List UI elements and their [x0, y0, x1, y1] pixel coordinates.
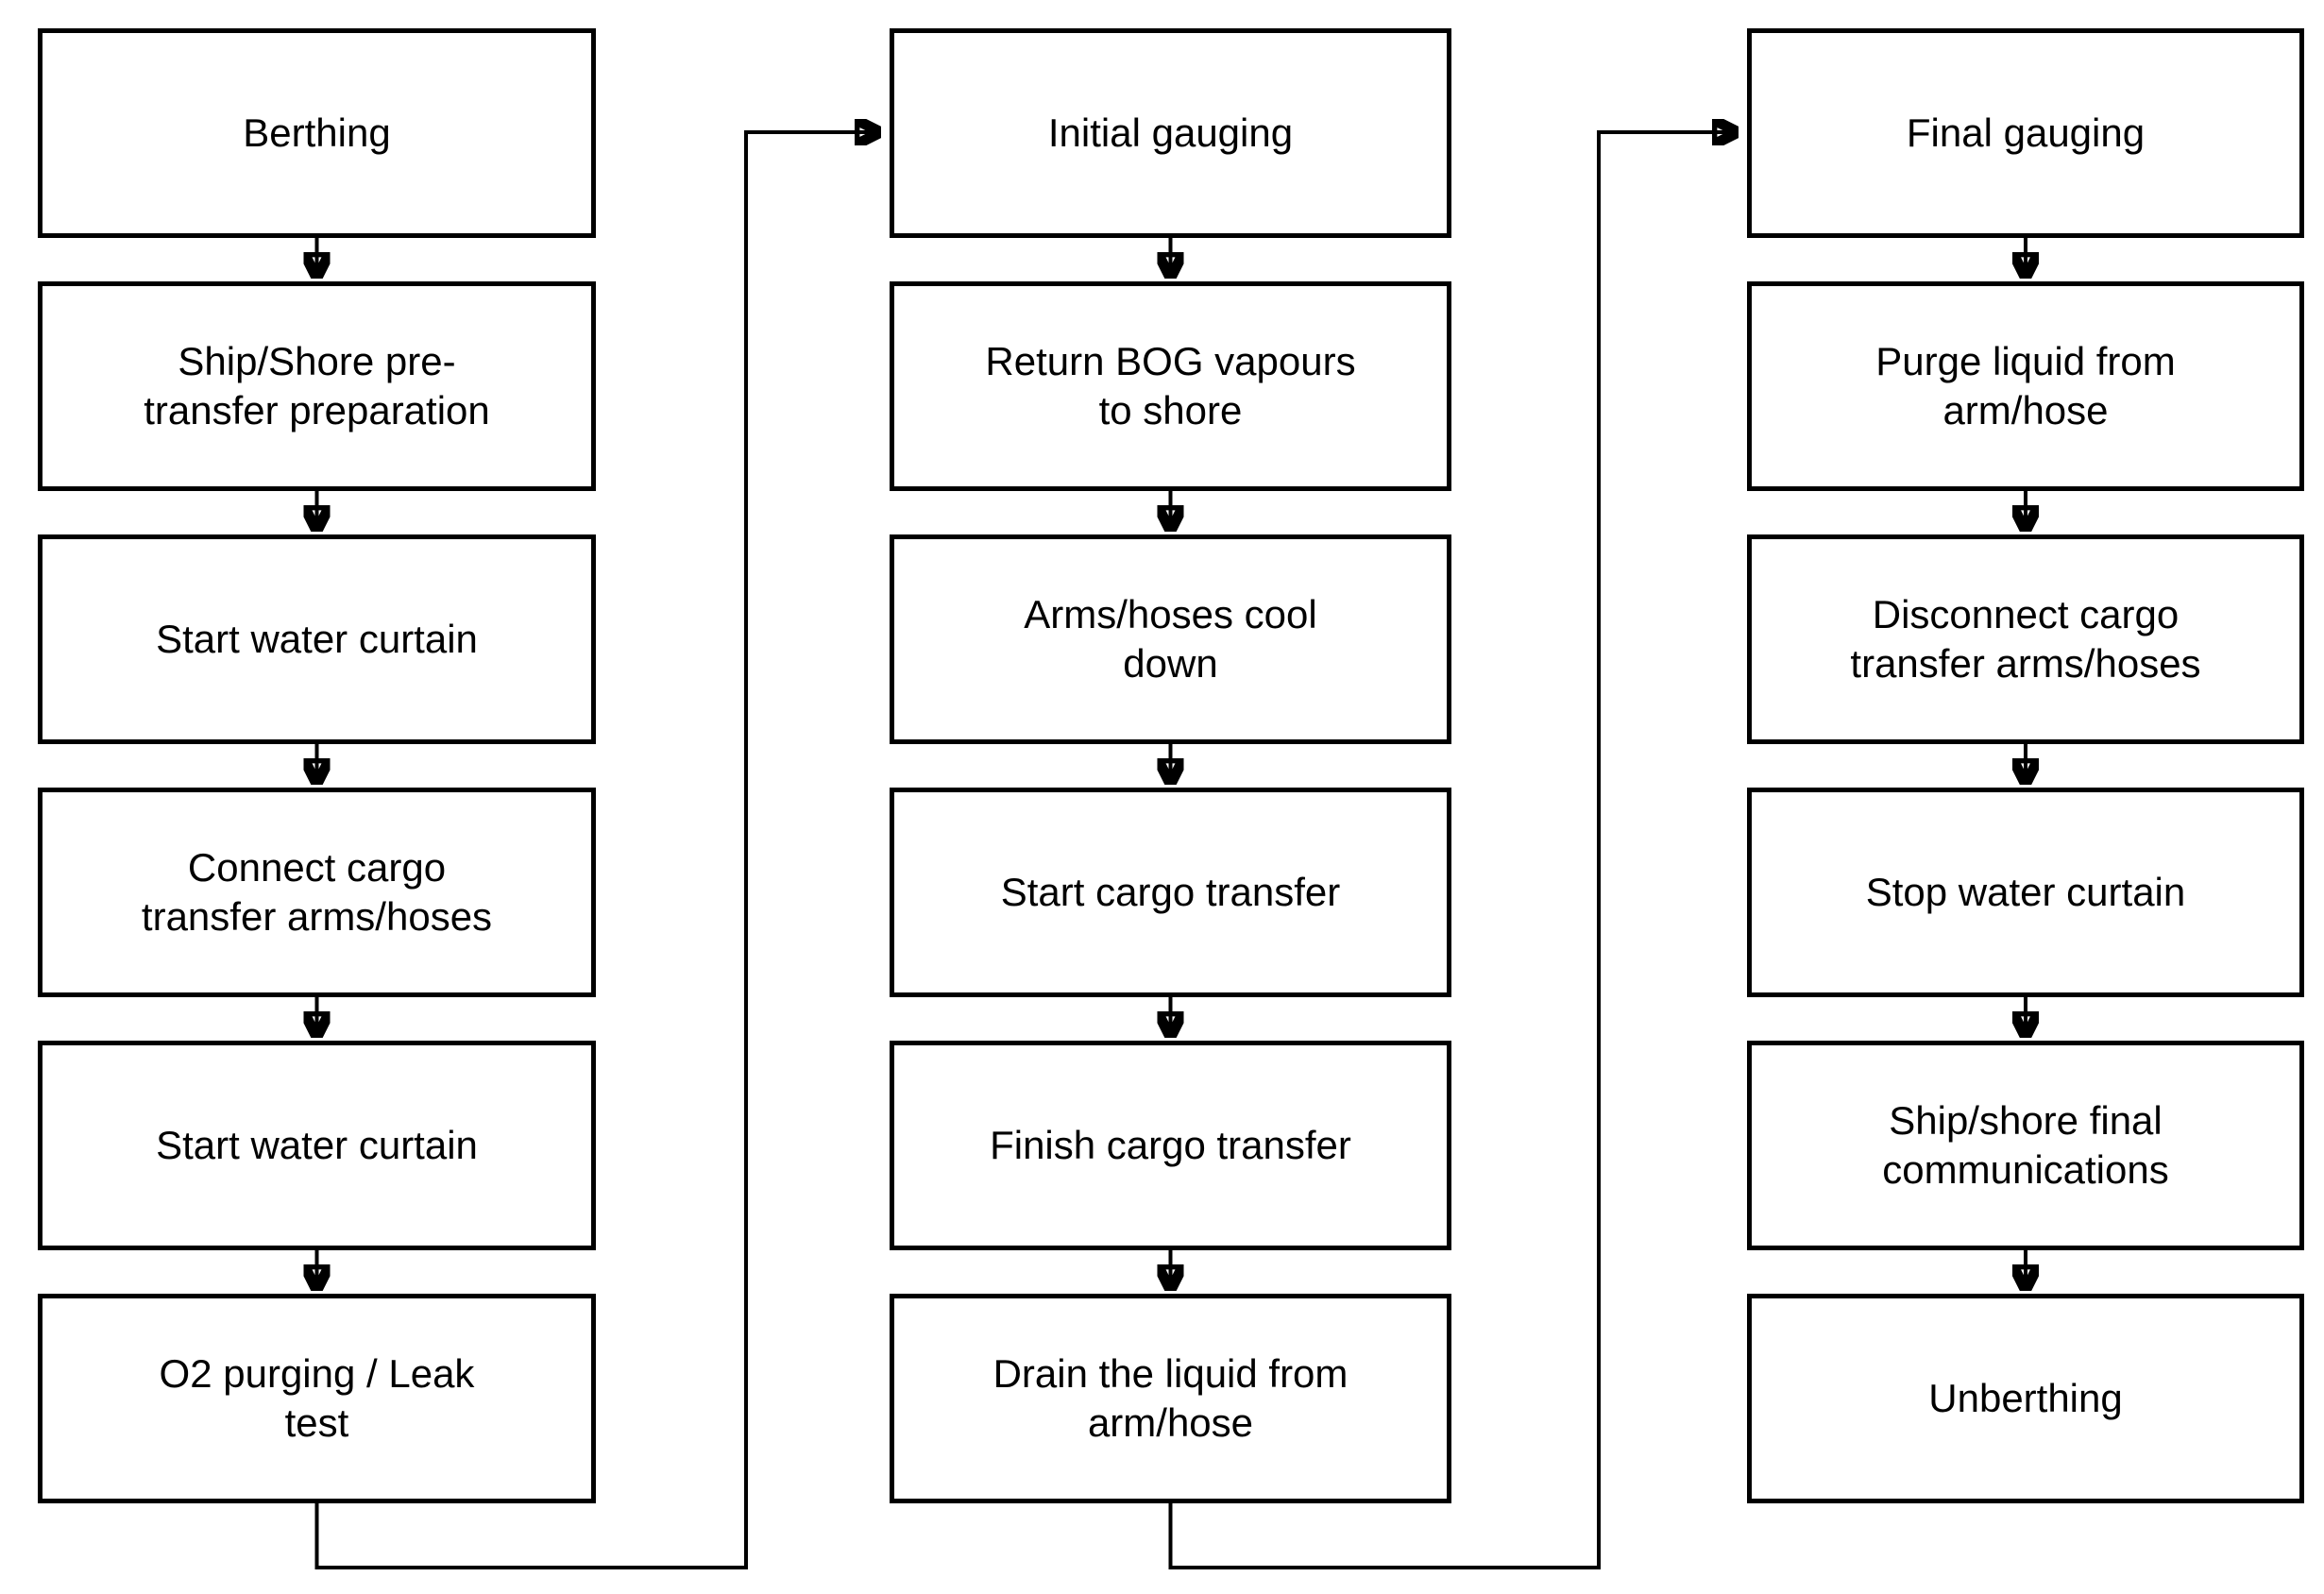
flow-step-start-water-curtain-2: Start water curtain — [38, 1041, 596, 1250]
flow-step-purge-liquid-from-arm-hose: Purge liquid from arm/hose — [1747, 281, 2304, 491]
flow-step-ship-shore-final-communications: Ship/shore final communications — [1747, 1041, 2304, 1250]
flow-step-return-bog-vapours-to-shore: Return BOG vapours to shore — [890, 281, 1451, 491]
flow-step-start-water-curtain-1: Start water curtain — [38, 534, 596, 744]
flow-step-stop-water-curtain: Stop water curtain — [1747, 788, 2304, 997]
flow-step-ship-shore-pre-transfer-preparation: Ship/Shore pre- transfer preparation — [38, 281, 596, 491]
flow-step-unberthing: Unberthing — [1747, 1294, 2304, 1503]
flow-step-berthing: Berthing — [38, 28, 596, 238]
flow-step-disconnect-cargo-transfer-arms-hoses: Disconnect cargo transfer arms/hoses — [1747, 534, 2304, 744]
flow-step-final-gauging: Final gauging — [1747, 28, 2304, 238]
flow-step-arms-hoses-cool-down: Arms/hoses cool down — [890, 534, 1451, 744]
flow-step-finish-cargo-transfer: Finish cargo transfer — [890, 1041, 1451, 1250]
flow-step-o2-purging-leak-test: O2 purging / Leak test — [38, 1294, 596, 1503]
flow-step-drain-the-liquid-from-arm-hose: Drain the liquid from arm/hose — [890, 1294, 1451, 1503]
flow-step-connect-cargo-transfer-arms-hoses: Connect cargo transfer arms/hoses — [38, 788, 596, 997]
flow-step-start-cargo-transfer: Start cargo transfer — [890, 788, 1451, 997]
flow-step-initial-gauging: Initial gauging — [890, 28, 1451, 238]
